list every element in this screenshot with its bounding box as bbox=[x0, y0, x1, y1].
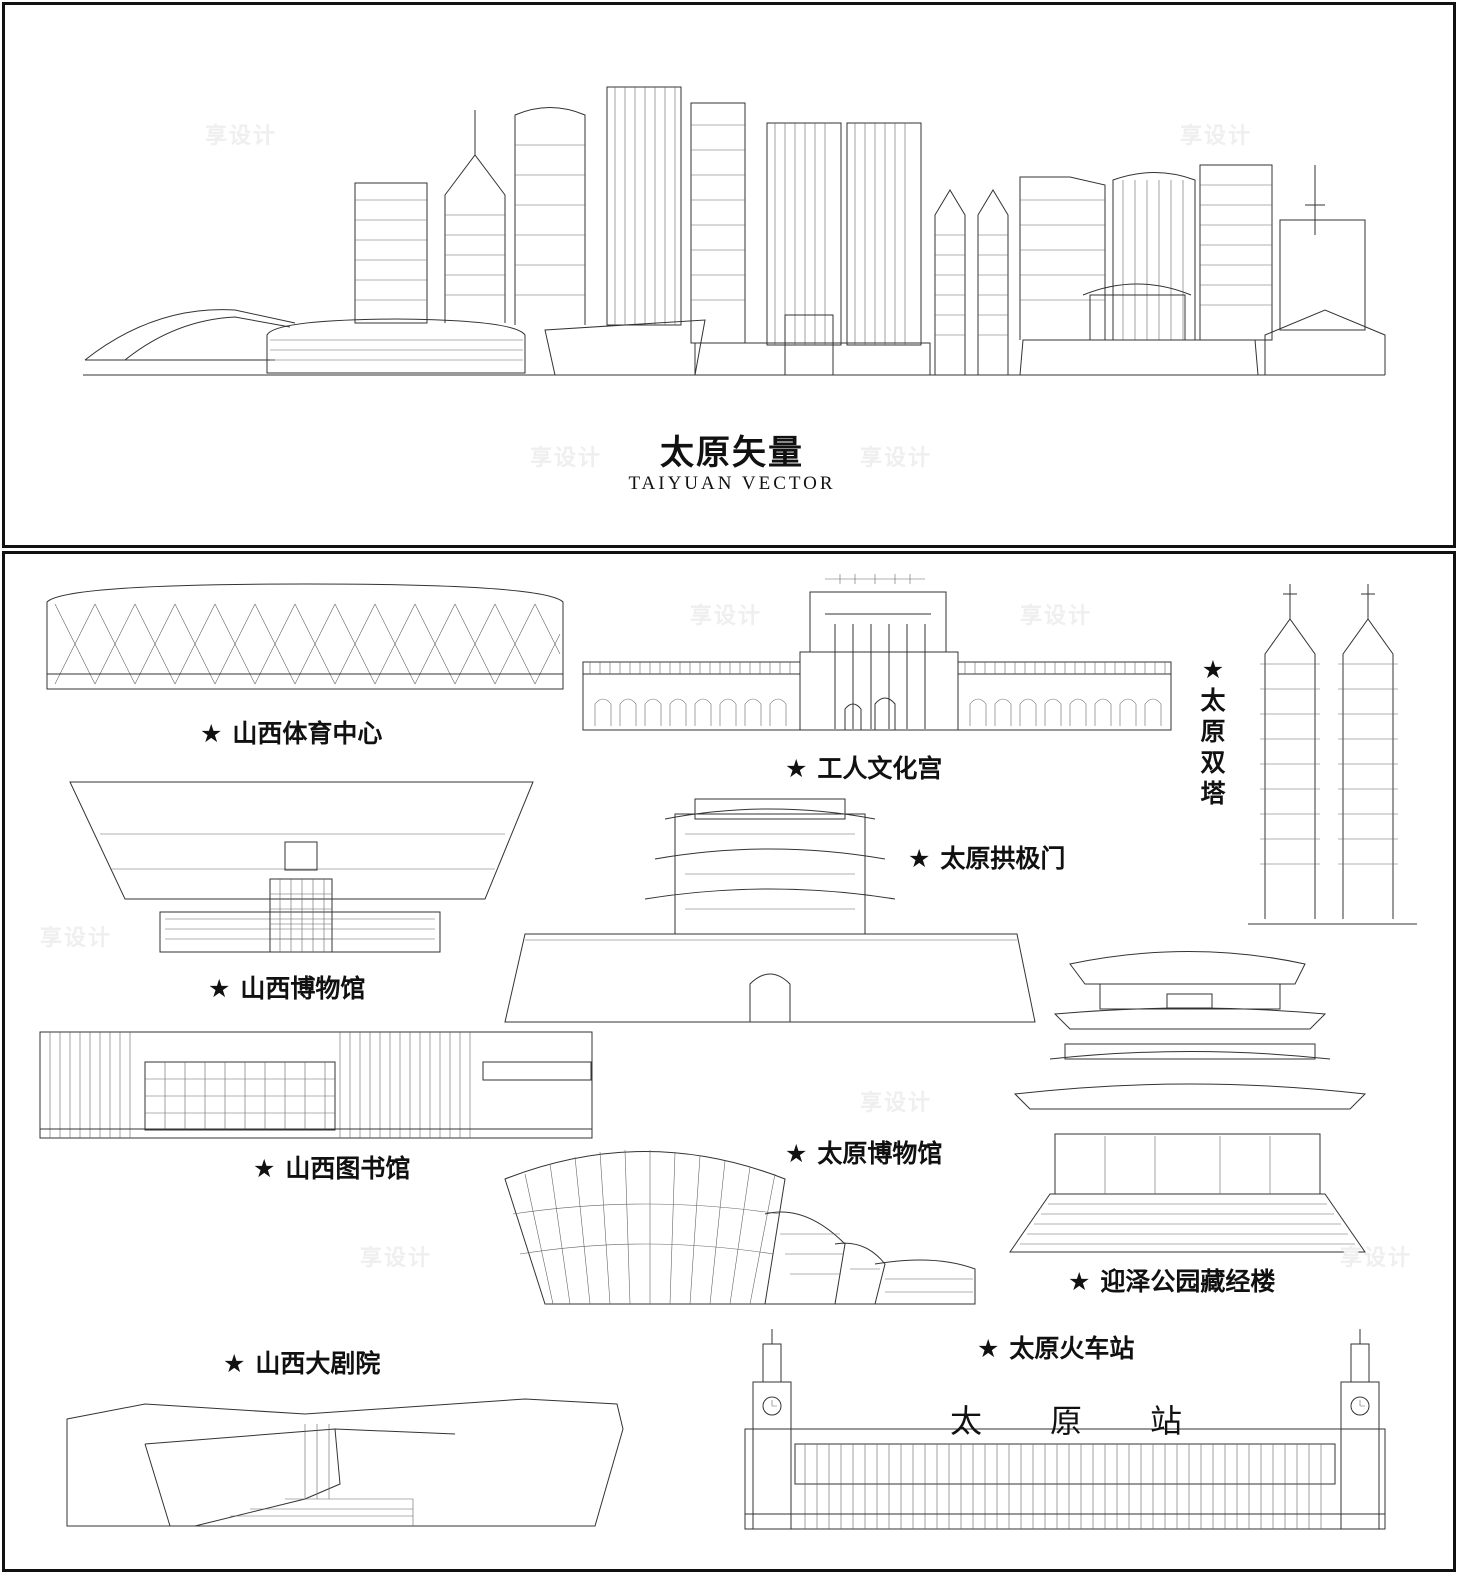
station-sign-char-1: 太 bbox=[950, 1402, 983, 1440]
label-shanxi-library: ★山西图书馆 bbox=[253, 1154, 411, 1183]
star-icon: ★ bbox=[1068, 1267, 1091, 1296]
label-taiyuan-museum: ★太原博物馆 bbox=[785, 1139, 943, 1168]
gongji-gate-drawing bbox=[504, 798, 1036, 1023]
skyline-illustration bbox=[83, 86, 1386, 376]
star-icon: ★ bbox=[208, 974, 231, 1003]
watermark: 享设计 bbox=[1180, 124, 1253, 149]
taiyuan-museum-drawing bbox=[504, 1149, 976, 1305]
watermark: 享设计 bbox=[205, 124, 278, 149]
twin-pagodas-drawing bbox=[1248, 584, 1417, 925]
sports-center-drawing bbox=[46, 583, 564, 690]
shanxi-library-drawing bbox=[39, 1031, 593, 1139]
watermark: 享设计 bbox=[860, 446, 933, 471]
skyline-panel: 太原矢量 TAIYUAN VECTOR bbox=[2, 2, 1456, 548]
star-icon: ★ bbox=[200, 719, 223, 748]
shanxi-museum-drawing bbox=[69, 781, 534, 953]
label-shanxi-grand-theatre: ★山西大剧院 bbox=[223, 1349, 381, 1378]
star-icon: ★ bbox=[785, 754, 808, 783]
landmarks-panel: 太 原 站 ★山西体育中心 ★工人文化宫 ★ 太原双塔 ★太原拱极门 ★山西博物… bbox=[2, 551, 1456, 1572]
label-taiyuan-gongji-gate: ★太原拱极门 bbox=[908, 844, 1066, 873]
watermark: 享设计 bbox=[690, 604, 763, 629]
main-title: 太原矢量 bbox=[660, 433, 804, 473]
star-icon: ★ bbox=[977, 1334, 1000, 1363]
star-icon: ★ bbox=[253, 1154, 276, 1183]
label-taiyuan-twin-pagodas: ★ 太原双塔 bbox=[1198, 654, 1228, 809]
watermark: 享设计 bbox=[860, 1091, 933, 1116]
watermark: 享设计 bbox=[1020, 604, 1093, 629]
star-icon: ★ bbox=[785, 1139, 808, 1168]
yingze-pavilion-drawing bbox=[1009, 951, 1367, 1253]
star-icon: ★ bbox=[908, 844, 931, 873]
watermark: 享设计 bbox=[1340, 1246, 1413, 1271]
shanxi-theatre-drawing bbox=[66, 1398, 624, 1527]
railway-station-drawing bbox=[744, 1329, 1386, 1530]
workers-palace-drawing bbox=[582, 574, 1172, 731]
station-sign-char-2: 原 bbox=[1050, 1402, 1083, 1440]
station-sign-char-3: 站 bbox=[1150, 1402, 1183, 1440]
label-workers-cultural-palace: ★工人文化宫 bbox=[785, 754, 943, 783]
label-taiyuan-railway-station: ★太原火车站 bbox=[977, 1334, 1135, 1363]
label-yingze-park-pavilion: ★迎泽公园藏经楼 bbox=[1068, 1267, 1276, 1296]
label-shanxi-museum: ★山西博物馆 bbox=[208, 974, 366, 1003]
watermark: 享设计 bbox=[360, 1246, 433, 1271]
watermark: 享设计 bbox=[530, 446, 603, 471]
watermark: 享设计 bbox=[40, 926, 113, 951]
landmarks-illustration bbox=[39, 574, 1417, 1530]
label-shanxi-sports-center: ★山西体育中心 bbox=[200, 719, 383, 748]
main-subtitle: TAIYUAN VECTOR bbox=[628, 473, 836, 494]
star-icon: ★ bbox=[1201, 655, 1225, 684]
star-icon: ★ bbox=[223, 1349, 246, 1378]
